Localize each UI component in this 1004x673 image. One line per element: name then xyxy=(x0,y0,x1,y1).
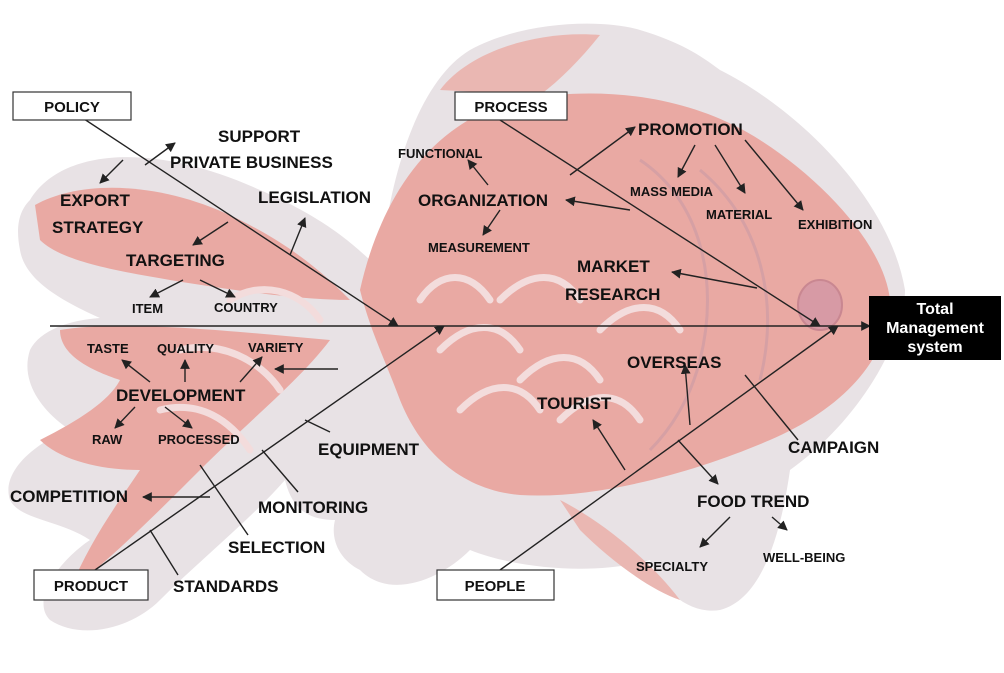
organization-arrow xyxy=(565,196,631,211)
private-business-label: PRIVATE BUSINESS xyxy=(170,153,333,172)
support-label: SUPPORT xyxy=(218,127,301,146)
market-label: MARKET xyxy=(577,257,650,276)
category-boxes: POLICY PROCESS PRODUCT PEOPLE Total Mana… xyxy=(12,91,1001,601)
selection-line xyxy=(199,464,249,536)
tourist-label: TOURIST xyxy=(537,394,612,413)
material-label: MATERIAL xyxy=(706,207,772,222)
equipment-label: EQUIPMENT xyxy=(318,440,420,459)
raw-arrow xyxy=(114,406,136,429)
equipment-line xyxy=(304,419,331,433)
exhibition-arrow xyxy=(744,139,804,211)
policy-box xyxy=(12,91,132,121)
promotion-arrow xyxy=(569,126,636,176)
people-label: PEOPLE xyxy=(465,578,526,595)
targeting-arrow xyxy=(192,221,229,246)
functional-arrow xyxy=(467,159,489,186)
processed-arrow xyxy=(164,406,193,429)
well-being-arrow xyxy=(771,516,788,531)
fish-fin-top xyxy=(440,34,600,95)
specialty-label: SPECIALTY xyxy=(636,559,708,574)
processed-label: PROCESSED xyxy=(158,432,240,447)
item-arrow xyxy=(149,279,184,298)
functional-label: FUNCTIONAL xyxy=(398,146,483,161)
standards-label: STANDARDS xyxy=(173,577,278,596)
promotion-label: PROMOTION xyxy=(638,120,743,139)
legislation-label: LEGISLATION xyxy=(258,188,371,207)
competition-label: COMPETITION xyxy=(10,487,128,506)
product-box xyxy=(33,569,149,601)
strategy-label: STRATEGY xyxy=(52,218,144,237)
raw-label: RAW xyxy=(92,432,123,447)
material-arrow xyxy=(714,144,746,194)
quality-label: QUALITY xyxy=(157,341,214,356)
measurement-label: MEASUREMENT xyxy=(428,240,530,255)
support-arrow xyxy=(144,142,176,166)
variety-label: VARIETY xyxy=(248,340,304,355)
tourist-arrow xyxy=(592,419,626,471)
country-label: COUNTRY xyxy=(214,300,278,315)
food-trend-arrow xyxy=(677,439,719,485)
fish-scales xyxy=(156,274,684,454)
food-trend-label: FOOD TREND xyxy=(697,492,809,511)
taste-label: TASTE xyxy=(87,341,129,356)
cause-labels: SUPPORT PRIVATE BUSINESS EXPORT STRATEGY… xyxy=(10,120,879,596)
policy-label: POLICY xyxy=(44,99,100,116)
standards-line xyxy=(149,529,179,576)
fishbone-lines xyxy=(50,112,871,576)
specialty-arrow xyxy=(699,516,731,548)
people-bone xyxy=(499,325,839,571)
fish-eye xyxy=(797,279,843,331)
selection-label: SELECTION xyxy=(228,538,325,557)
mass-media-label: MASS MEDIA xyxy=(630,184,714,199)
effect-line-3: system xyxy=(907,339,962,356)
policy-bone xyxy=(74,112,399,327)
exhibition-label: EXHIBITION xyxy=(798,217,872,232)
fish-stripes xyxy=(639,158,769,452)
item-label: ITEM xyxy=(132,301,163,316)
market-research-arrow xyxy=(671,268,758,289)
people-box xyxy=(436,569,555,601)
effect-line-2: Management xyxy=(886,320,984,337)
process-box xyxy=(454,91,568,121)
taste-arrow xyxy=(121,359,151,383)
monitoring-line xyxy=(261,449,299,493)
legislation-arrow xyxy=(289,217,307,256)
organization-label: ORGANIZATION xyxy=(418,191,548,210)
campaign-label: CAMPAIGN xyxy=(788,438,879,457)
country-arrow xyxy=(199,279,236,298)
well-being-label: WELL-BEING xyxy=(763,550,845,565)
overseas-label: OVERSEAS xyxy=(627,353,721,372)
fish-tail-lower xyxy=(40,325,330,590)
variety-arrow xyxy=(239,356,263,383)
effect-box xyxy=(869,296,1001,360)
mass-media-arrow xyxy=(677,144,696,178)
export-label: EXPORT xyxy=(60,191,131,210)
product-bone xyxy=(94,325,445,571)
monitoring-label: MONITORING xyxy=(258,498,368,517)
effect-line-1: Total xyxy=(916,301,953,318)
process-label: PROCESS xyxy=(474,99,547,116)
targeting-label: TARGETING xyxy=(126,251,225,270)
fish-fin-bottom xyxy=(560,500,680,600)
export-strategy-arrow xyxy=(99,159,124,184)
research-label: RESEARCH xyxy=(565,285,660,304)
measurement-arrow xyxy=(482,209,501,236)
campaign-line xyxy=(744,374,799,441)
development-label: DEVELOPMENT xyxy=(116,386,246,405)
process-bone xyxy=(499,119,821,327)
overseas-arrow xyxy=(680,364,691,426)
product-label: PRODUCT xyxy=(54,578,128,595)
fish-body xyxy=(360,93,890,496)
